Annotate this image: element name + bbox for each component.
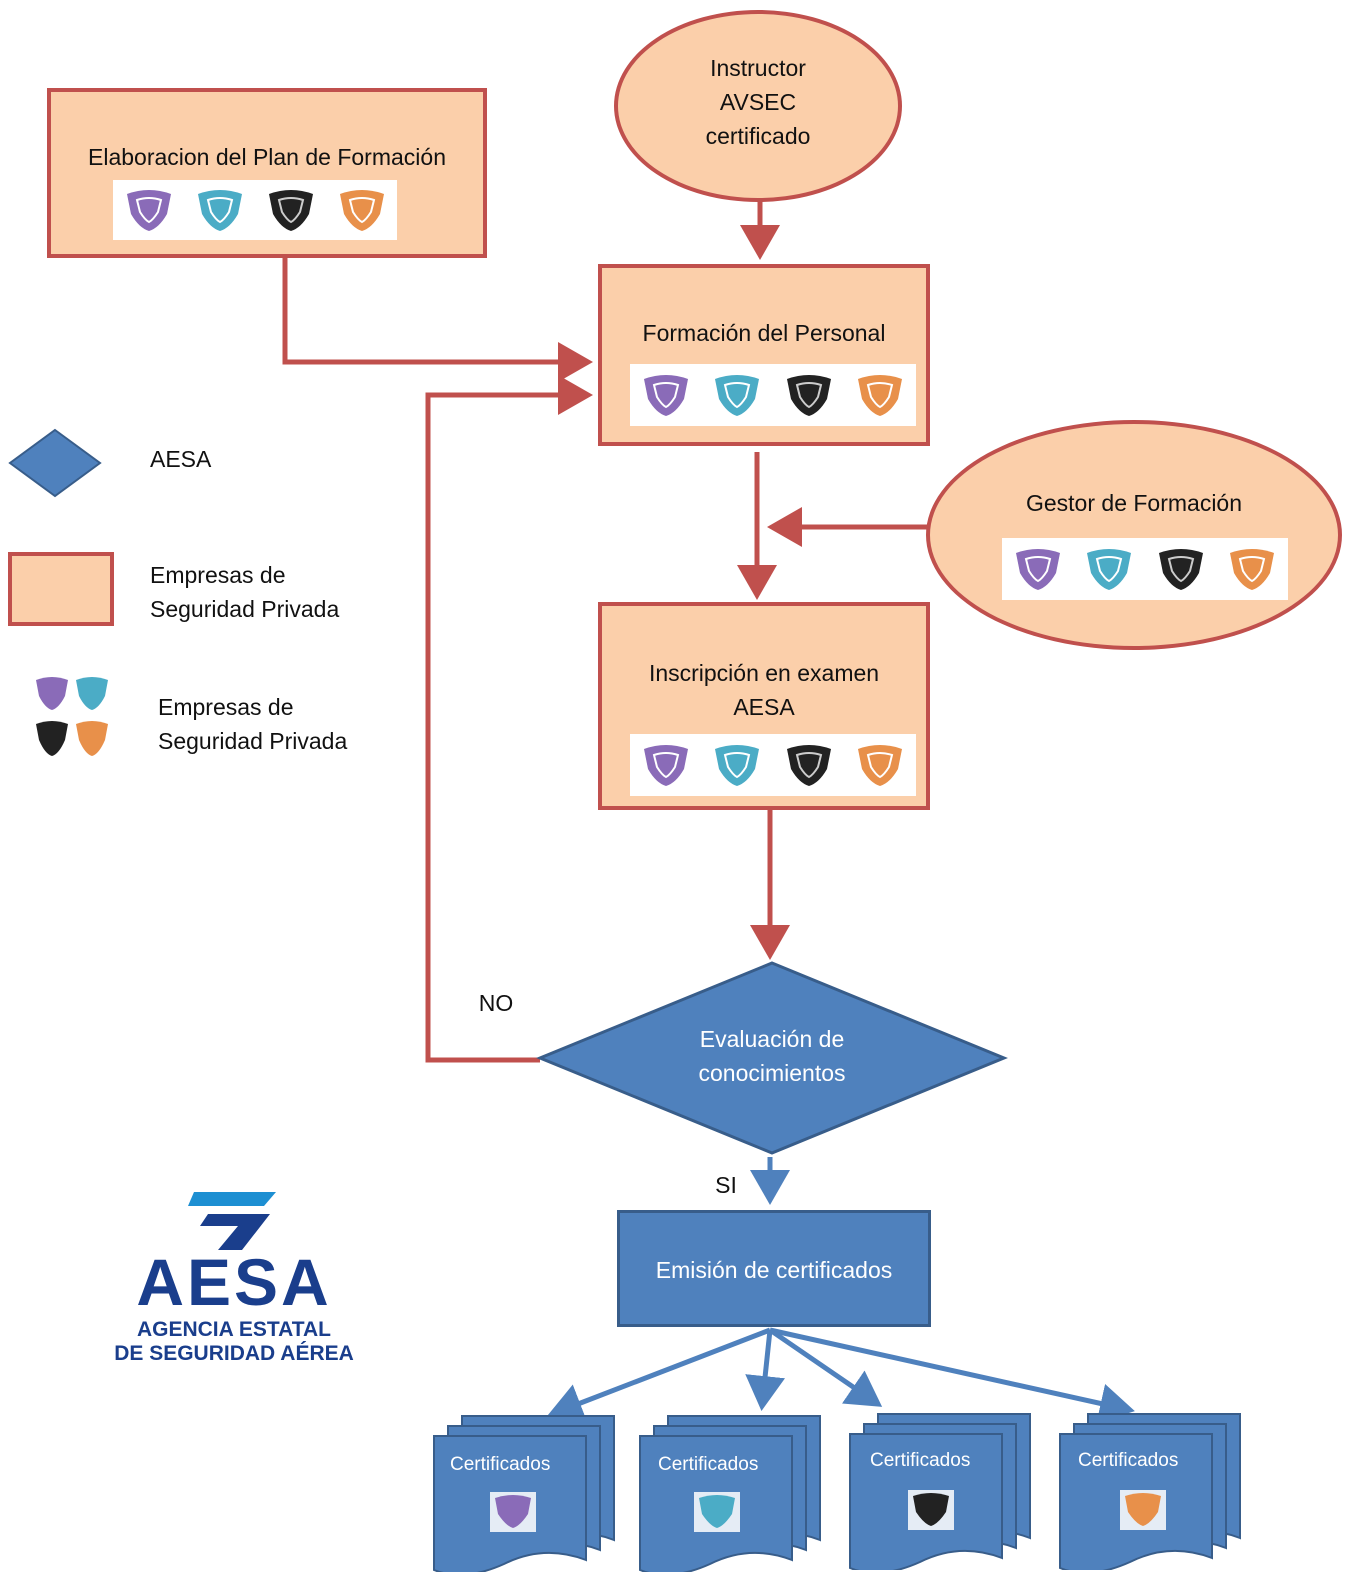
instructor-ellipse: Instructor AVSEC certificado [614,10,902,202]
inscripcion-shields [630,734,916,796]
inscripcion-line-2: AESA [733,694,795,720]
instructor-line-1: Instructor [710,55,806,81]
evaluacion-line-2: conocimientos [698,1060,846,1086]
evaluacion-line-1: Evaluación de [699,1026,845,1052]
legend-shields-line-1: Empresas de [158,694,294,720]
cert-stack-3: Certificados [848,1410,1034,1574]
aesa-logo-line-2: DE SEGURIDAD AÉREA [114,1342,354,1365]
gestor-shields [1002,538,1288,600]
evaluacion-diamond [536,961,1008,1155]
shield-teal-icon [715,745,760,786]
plan-label: Elaboracion del Plan de Formación [88,144,446,170]
shield-purple-icon [1015,549,1060,590]
formacion-label: Formación del Personal [642,320,886,346]
formacion-box: Formación del Personal [598,264,930,446]
document-stack-icon [639,1415,821,1576]
legend-aesa-label: AESA [150,446,212,472]
shield-teal-icon [1087,549,1132,590]
inscripcion-box: Inscripción en examen AESA [598,602,930,810]
aesa-logo: AESA AGENCIA ESTATAL DE SEGURIDAD AÉREA [100,1176,368,1376]
shields-grid-icon [36,677,108,756]
shield-purple-icon [643,375,688,416]
aesa-logo-mark-icon [188,1192,276,1250]
cert-stack-2: Certificados [638,1412,824,1576]
shield-orange-icon [1230,549,1275,590]
shield-black-icon [268,190,313,231]
formacion-shields [630,364,916,426]
shield-black-icon [786,745,831,786]
gestor-ellipse: Gestor de Formación [926,420,1342,650]
aesa-logo-name: AESA [136,1245,332,1319]
arrow-emision-to-cert-3 [768,1327,883,1407]
cert-label-1: Certificados [450,1454,551,1475]
emision-box: Emisión de certificados [617,1210,931,1327]
shield-purple-icon [126,190,171,231]
shield-purple-icon [643,745,688,786]
shield-orange-icon [339,190,384,231]
cert-label-4: Certificados [1078,1450,1179,1471]
cert-stack-1: Certificados [432,1412,618,1576]
cert-label-2: Certificados [658,1454,759,1475]
cert-stack-4: Certificados [1058,1410,1244,1574]
emision-label: Emisión de certificados [655,1257,893,1283]
arrow-plan-to-formacion [282,256,593,382]
document-stack-icon [433,1415,615,1576]
plan-shields [113,180,397,240]
instructor-line-3: certificado [705,123,811,149]
inscripcion-line-1: Inscripción en examen [648,660,880,686]
arrow-emision-to-cert-2 [745,1329,786,1411]
legend-box-icon [8,552,114,626]
shield-teal-icon [715,375,760,416]
legend-shields-icon [32,672,112,766]
shield-black-icon [786,375,831,416]
cert-label-3: Certificados [870,1450,971,1471]
document-stack-icon [849,1413,1031,1574]
no-label: NO [478,990,514,1016]
gestor-label: Gestor de Formación [1025,490,1243,516]
legend-shields-line-2: Seguridad Privada [158,728,348,754]
shield-teal-icon [197,190,242,231]
aesa-logo-line-1: AGENCIA ESTATAL [136,1318,332,1341]
shield-orange-icon [858,375,903,416]
arrow-emision-to-cert-4 [769,1327,1135,1424]
shield-orange-icon [858,745,903,786]
si-label: SI [715,1172,737,1198]
legend-box-line-2: Seguridad Privada [150,596,340,622]
arrow-emision-to-cert-1 [547,1327,771,1422]
instructor-line-2: AVSEC [719,89,797,115]
arrow-no-loop [425,375,593,1063]
document-stack-icon [1059,1413,1241,1574]
legend-box-line-1: Empresas de [150,562,286,588]
plan-box: Elaboracion del Plan de Formación [47,88,487,258]
legend-diamond-icon [8,428,102,498]
shield-black-icon [1158,549,1203,590]
